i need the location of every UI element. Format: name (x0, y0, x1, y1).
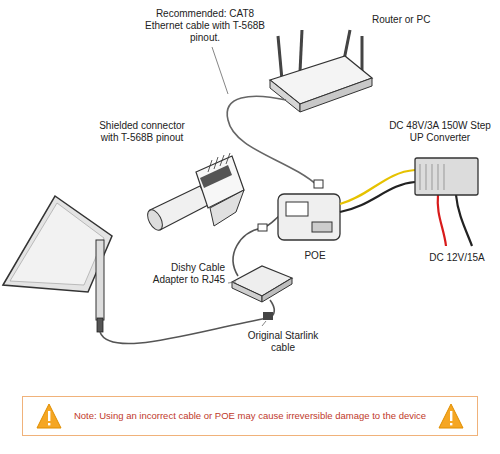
step-up-converter (415, 158, 478, 195)
warning-note: Note: Using an incorrect cable or POE ma… (69, 410, 431, 422)
part-label: Original Starlink cable (238, 330, 328, 354)
wire (438, 195, 446, 246)
rj45-plug (314, 180, 323, 188)
cat8-cable (227, 96, 318, 186)
part-label: Recommended: CAT8 Ethernet cable with T-… (145, 8, 265, 44)
rj45-plug (258, 224, 267, 231)
shielded-connector (145, 153, 244, 233)
leader-line (212, 47, 228, 94)
wire (340, 170, 415, 204)
part-label: DC 48V/3A 150W Step UP Converter (385, 120, 495, 144)
leader-line (262, 321, 266, 326)
warning-icon (439, 404, 463, 428)
warning-note-band: Note: Using an incorrect cable or POE ma… (22, 396, 478, 436)
cable-plug (263, 312, 273, 320)
part-label: Router or PC (372, 14, 472, 26)
warning-icon (37, 404, 61, 428)
rj45-cable (233, 216, 279, 276)
poe-injector (278, 194, 340, 240)
wire (340, 182, 415, 212)
part-label: DC 12V/15A (418, 252, 496, 264)
leader-line (228, 282, 236, 283)
part-label: Shielded connector with T-568B pinout (92, 120, 192, 144)
dishy-adapter (232, 266, 292, 302)
wire (456, 195, 472, 246)
part-label: Dishy Cable Adapter to RJ45 (135, 262, 225, 286)
part-label: POE (290, 250, 340, 262)
starlink-dish (3, 196, 112, 332)
